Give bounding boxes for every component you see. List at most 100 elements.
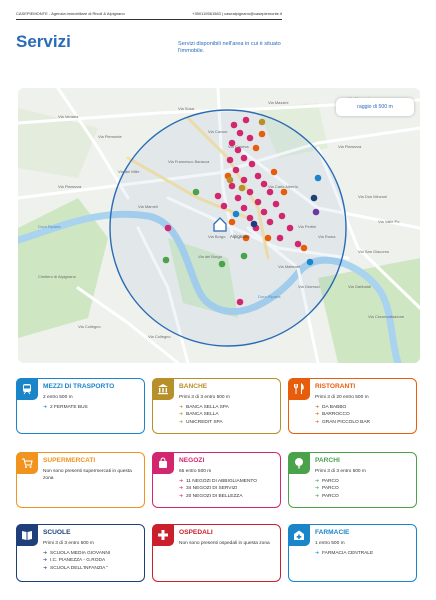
list-item: ➔UNICREDIT SPA [179, 419, 223, 425]
book-icon [15, 523, 38, 546]
card-count: Primi 3 di 3 entro 500 m [179, 395, 230, 400]
property-marker-icon [213, 217, 227, 232]
medical-cross-icon [151, 523, 174, 546]
card-mezzi-di-trasporto[interactable]: MEZZI DI TRASPORTO 2 entro 500 m ➔2 FERM… [15, 377, 145, 434]
card-count: Primi 3 di 3 entro 500 m [43, 541, 94, 546]
card-title: OSPEDALI [179, 529, 213, 536]
map-street-label: Via Garibaldi [348, 284, 371, 289]
list-item: ➔SCUOLA DELL'INFANZIA " [43, 565, 109, 571]
card-title: RISTORANTI [315, 383, 356, 390]
map-street-label: Via Matteotti [278, 264, 300, 269]
map-street-label: Via Pianezza [338, 144, 362, 149]
map-street-label: Via Borgo [208, 234, 226, 239]
list-item: ➔BARROCCO [315, 412, 350, 418]
card-list: ➔2 FERMATE BUS [43, 404, 88, 411]
card-title: PARCHI [315, 457, 340, 464]
map-street-label: Via Venaria [58, 114, 79, 119]
card-title: FARMACIE [315, 529, 350, 536]
card-count: 2 entro 500 m [43, 395, 73, 400]
list-item: ➔34 NEGOZI DI SERVIZI [179, 486, 238, 492]
radius-circle [109, 109, 347, 347]
card-list: ➔SCUOLA MEDIA GIOVANNI ➔I.C. PIANEZZA - … [43, 550, 110, 572]
card-title: SCUOLE [43, 529, 71, 536]
page-header: CASEPIEMONTE - Agenzia immobiliare di Ri… [16, 8, 282, 20]
map-street-label: Via San Giacomo [358, 249, 390, 254]
list-item: ➔PARCO [315, 479, 339, 484]
map-street-label: Via Collegno [148, 334, 171, 339]
card-ospedali[interactable]: OSPEDALI Non sono presenti ospedali in q… [151, 523, 281, 582]
card-negozi[interactable]: NEGOZI 65 entro 500 m ➔11 NEGOZI DI ABBI… [151, 451, 281, 508]
agency-name: CASEPIEMONTE - Agenzia immobiliare di Ri… [16, 11, 125, 16]
bank-icon [151, 377, 174, 400]
map-street-label: Via Pianezza [58, 184, 82, 189]
card-list: ➔11 NEGOZI DI ABBIGLIAMENTO ➔34 NEGOZI D… [179, 478, 257, 500]
map-street-label: Dora Riparia [258, 294, 281, 299]
map-street-label: Via Mameli [138, 204, 158, 209]
map-street-label: Dora Riparia [38, 224, 61, 229]
card-title: SUPERMERCATI [43, 457, 96, 464]
map-street-label: Via Francesco Baracca [168, 159, 210, 164]
card-count: 1 entro 500 m [315, 541, 345, 546]
map-street-label: Via Collegno [78, 324, 101, 329]
pharmacy-icon [287, 523, 310, 546]
map-street-label: Via del Borgo [198, 254, 223, 259]
map-street-label: Via dei Mille [118, 169, 140, 174]
map-street-label: Via Roma [318, 234, 336, 239]
card-banche[interactable]: BANCHE Primi 3 di 3 entro 500 m ➔BANCA S… [151, 377, 281, 434]
map-street-label: Via Circonvallazione [368, 314, 405, 319]
agency-contact: +390119561583 | casealpignano@casepiemon… [192, 11, 282, 16]
card-supermercati[interactable]: SUPERMERCATI Non sono presenti supermerc… [15, 451, 145, 508]
map-street-label: Via Caneva [228, 144, 249, 149]
card-title: NEGOZI [179, 457, 205, 464]
card-list: ➔DA BABBO ➔BARROCCO ➔GRAN PICCOLO BAR [315, 404, 370, 426]
page-title: Servizi [16, 32, 71, 51]
card-count: Non sono presenti supermercati in questa… [43, 469, 132, 481]
card-count: Primi 3 di 3 entro 500 m [315, 469, 366, 474]
radius-badge: raggio di 500 m [336, 98, 414, 116]
map-town-label: Alpignano [230, 234, 250, 239]
map-street-label: Via Don Minzoni [358, 194, 387, 199]
list-item: ➔DA BABBO [315, 405, 347, 410]
card-count: Non sono presenti ospedali in questa zon… [179, 541, 270, 546]
card-title: BANCHE [179, 383, 208, 390]
list-item: ➔BANCA SELLA [179, 412, 219, 418]
map-street-label: Via Mazzini [268, 100, 288, 105]
card-list: ➔PARCO ➔PARCO ➔PARCO [315, 478, 339, 500]
card-count: Primi 3 di 20 entro 500 m [315, 395, 369, 400]
map-street-label: Via Valle Po [378, 219, 400, 224]
map-street-label: Via Cavour [208, 129, 228, 134]
list-item: ➔PARCO [315, 486, 339, 492]
list-item: ➔11 NEGOZI DI ABBIGLIAMENTO [179, 479, 257, 484]
list-item: ➔BANCA SELLA SPA [179, 405, 229, 410]
list-item: ➔FARMACIA CENTRALE [315, 551, 374, 556]
cutlery-icon [287, 377, 310, 400]
shopping-bag-icon [151, 451, 174, 474]
card-farmacie[interactable]: FARMACIE 1 entro 500 m ➔FARMACIA CENTRAL… [287, 523, 417, 582]
list-item: ➔I.C. PIANEZZA - G.RODA [43, 558, 106, 564]
map-street-label: Via Pertini [298, 224, 316, 229]
card-scuole[interactable]: SCUOLE Primi 3 di 3 entro 500 m ➔SCUOLA … [15, 523, 145, 582]
poi-markers [162, 116, 322, 306]
list-item: ➔SCUOLA MEDIA GIOVANNI [43, 551, 111, 556]
card-list: ➔FARMACIA CENTRALE [315, 550, 373, 557]
map-street-label: Via Susa [178, 106, 195, 111]
map-street-label: Cimitero di Alpignano [38, 274, 77, 279]
card-count: 65 entro 500 m [179, 469, 212, 474]
map-street-label: Via Piemonte [98, 134, 122, 139]
list-item: ➔GRAN PICCOLO BAR [315, 419, 370, 425]
train-icon [15, 377, 38, 400]
card-title: MEZZI DI TRASPORTO [43, 383, 115, 390]
list-item: ➔2 FERMATE BUS [43, 405, 88, 410]
list-item: ➔PARCO [315, 493, 339, 499]
map-street-label: Via Carlo Alberto [268, 184, 299, 189]
map-street-label: Via Gramsci [298, 284, 320, 289]
card-ristoranti[interactable]: RISTORANTI Primi 3 di 20 entro 500 m ➔DA… [287, 377, 417, 434]
cart-icon [15, 451, 38, 474]
card-list: ➔BANCA SELLA SPA ➔BANCA SELLA ➔UNICREDIT… [179, 404, 229, 426]
page-subtitle: Servizi disponibili nell'area in cui è s… [178, 41, 281, 54]
tree-icon [287, 451, 310, 474]
list-item: ➔20 NEGOZI DI BELLEZZA [179, 493, 243, 499]
card-parchi[interactable]: PARCHI Primi 3 di 3 entro 500 m ➔PARCO ➔… [287, 451, 417, 508]
